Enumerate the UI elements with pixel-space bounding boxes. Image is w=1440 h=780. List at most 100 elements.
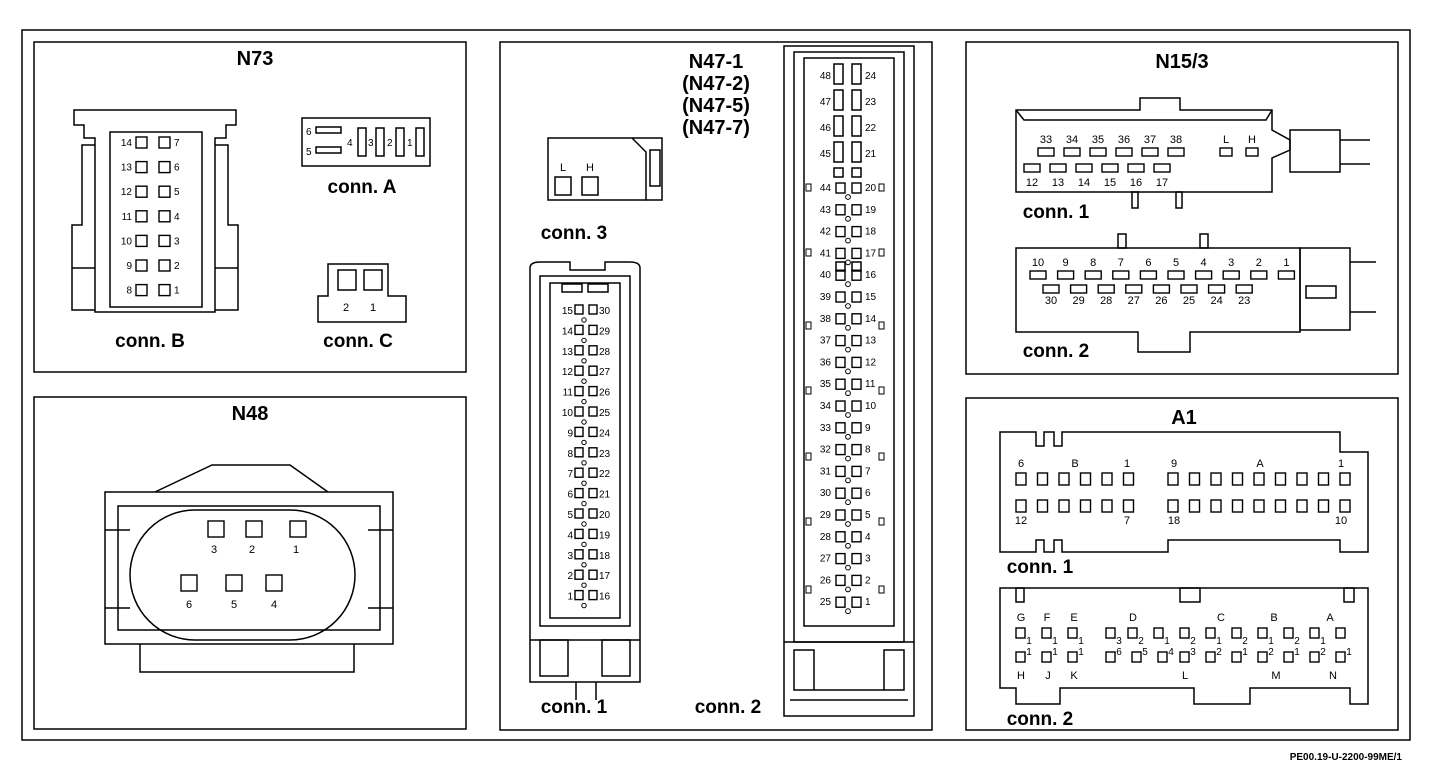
pin-socket xyxy=(851,552,862,565)
pin-socket xyxy=(574,589,584,601)
keying-tab xyxy=(805,183,812,192)
pin-label: 11 xyxy=(865,379,876,390)
pin-socket xyxy=(835,443,846,456)
pin-label: 28 xyxy=(599,347,611,358)
pin-contact xyxy=(581,582,587,588)
pin-socket xyxy=(574,467,584,478)
pin-label: 48 xyxy=(820,71,832,82)
pin-contact xyxy=(845,455,851,462)
pin-socket xyxy=(851,574,862,587)
pin-label: 4 xyxy=(865,532,871,543)
pin-label: 1 xyxy=(1242,647,1248,658)
pin-socket xyxy=(1188,472,1201,486)
pin-contact xyxy=(845,564,851,571)
pin-contact xyxy=(845,608,851,615)
pin-contact xyxy=(845,346,851,353)
pin-label: 4 xyxy=(567,530,573,541)
pin-label: 10 xyxy=(1032,257,1044,269)
pin-socket xyxy=(588,528,598,540)
pin-socket xyxy=(1036,472,1049,486)
pin-socket xyxy=(1067,627,1078,639)
pin-socket xyxy=(835,356,846,369)
pin-socket xyxy=(1210,499,1222,513)
pin-socket xyxy=(851,487,862,499)
pin-socket xyxy=(851,531,862,543)
pin-label: K xyxy=(1070,670,1078,682)
pin-label: 20 xyxy=(865,183,877,194)
pin-label: 8 xyxy=(1090,257,1096,269)
pin-socket xyxy=(835,313,846,325)
keying-tab xyxy=(805,386,812,395)
pin-label: 27 xyxy=(599,367,611,378)
n47-conn1-housing xyxy=(529,261,641,700)
pin-label: 8 xyxy=(126,286,132,297)
pin-label: 26 xyxy=(1155,295,1167,307)
pin-socket xyxy=(135,259,148,272)
pin-socket xyxy=(158,259,171,272)
pin-label: 29 xyxy=(820,510,832,521)
pin-label: 10 xyxy=(121,236,133,247)
pin-socket xyxy=(1339,472,1351,486)
pin-label: 9 xyxy=(126,261,132,272)
pin-contact xyxy=(845,433,851,440)
pin-socket xyxy=(135,185,148,198)
pin-label: H xyxy=(1017,670,1025,682)
pin-contact xyxy=(581,337,587,344)
n47-conn2-label: conn. 2 xyxy=(695,697,762,718)
pin-socket xyxy=(1056,270,1075,280)
pin-label: 46 xyxy=(820,123,832,134)
pin-socket xyxy=(225,574,243,592)
pin-socket xyxy=(1335,627,1346,639)
pin-contact xyxy=(581,358,587,364)
pin-socket xyxy=(851,204,862,216)
pin-label: 2 xyxy=(1216,647,1222,658)
pin-socket xyxy=(835,596,846,608)
pin-socket xyxy=(851,509,862,521)
pin-socket xyxy=(158,234,171,248)
pin-label: 5 xyxy=(865,510,871,521)
pin-label: 25 xyxy=(1183,295,1195,307)
pin-label: 28 xyxy=(1100,295,1112,307)
pin-socket xyxy=(1075,163,1093,173)
pin-socket xyxy=(1131,651,1142,663)
pin-socket xyxy=(1157,651,1168,663)
pin-socket xyxy=(835,334,846,347)
pin-socket xyxy=(1180,284,1198,294)
pin-label: 3 xyxy=(567,551,573,562)
pin-socket xyxy=(574,345,584,356)
pin-label: 10 xyxy=(865,401,877,412)
n73-conn-a-housing xyxy=(301,117,431,167)
pin-label: 15 xyxy=(865,292,877,303)
n73-conn-c-housing xyxy=(317,263,407,323)
pin-label: 12 xyxy=(865,357,877,368)
pin-socket xyxy=(588,549,598,560)
pin-label: 30 xyxy=(1045,295,1057,307)
pin-label: 5 xyxy=(1173,257,1179,269)
pin-label: 1 xyxy=(1052,647,1058,658)
pin-socket xyxy=(574,549,584,560)
panel-n48 xyxy=(33,396,467,730)
pin-socket xyxy=(1153,627,1164,639)
pin-label: L xyxy=(560,162,566,174)
pin-socket xyxy=(1105,627,1116,639)
pin-socket xyxy=(574,406,584,417)
pin-socket xyxy=(1153,163,1171,173)
pin-socket xyxy=(588,345,598,356)
pin-label: 18 xyxy=(1168,515,1180,527)
pin-socket xyxy=(851,269,862,281)
n73-conn-b-label: conn. B xyxy=(115,331,185,352)
pin-contact xyxy=(845,237,851,244)
pin-label: 6 xyxy=(306,127,312,138)
pin-label: 3 xyxy=(368,138,374,149)
n73-conn-a-pins: 6 5 4 3 2 1 xyxy=(306,127,413,158)
pin-socket xyxy=(588,508,598,519)
pin-contact xyxy=(581,419,587,425)
pin-label: 12 xyxy=(562,367,574,378)
pin-contact xyxy=(845,324,851,331)
keying-tab xyxy=(805,321,812,330)
n47-conn1-label: conn. 1 xyxy=(541,697,608,718)
